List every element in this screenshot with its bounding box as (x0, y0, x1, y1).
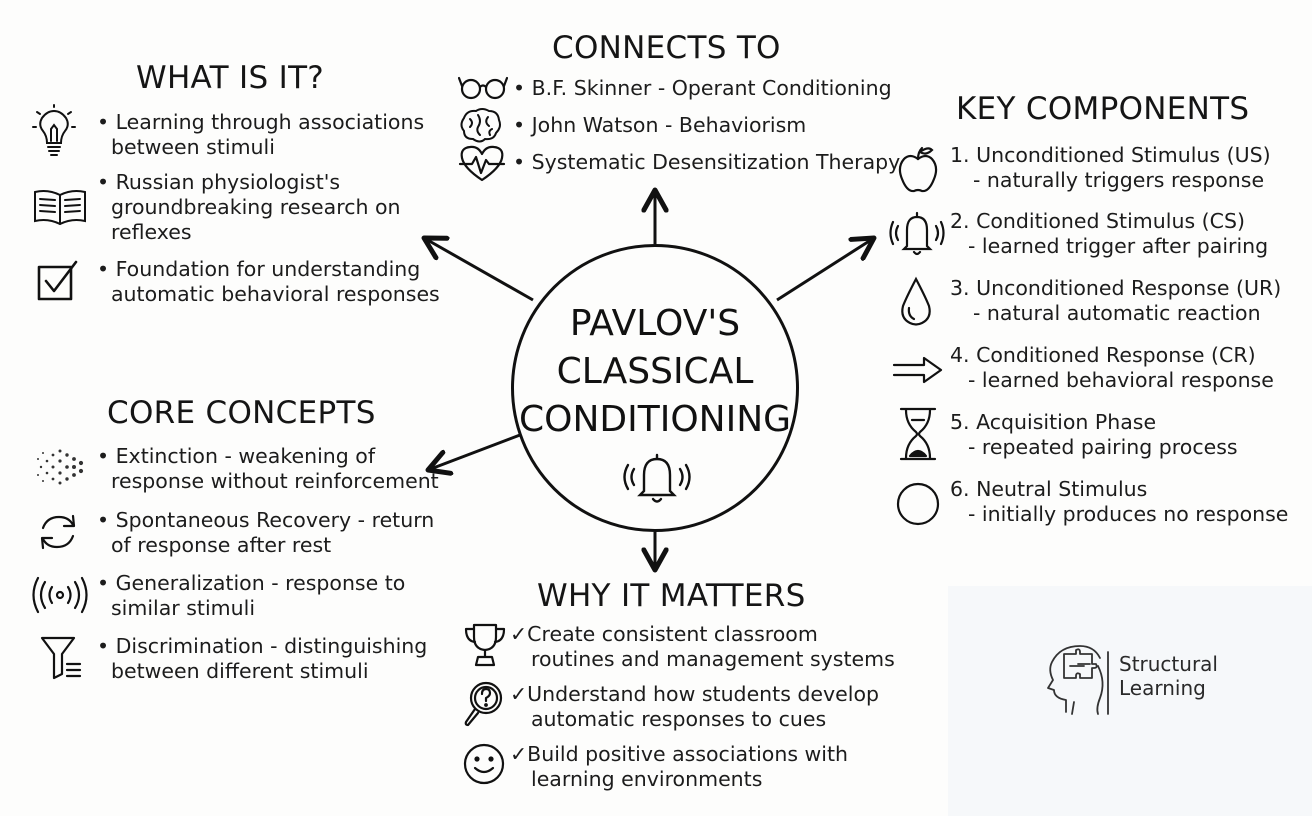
text-line: similar stimuli (111, 596, 256, 620)
core-concept-4: • Discrimination - distinguishing betwee… (97, 634, 427, 684)
brand-name-line-1: Structural (1119, 652, 1218, 676)
why-it-matters-item-2: ✓Understand how students develop automat… (510, 682, 879, 732)
text-line: • John Watson - Behaviorism (513, 113, 807, 137)
text-line: routines and management systems (531, 647, 895, 671)
connects-to-item-3: • Systematic Desensitization Therapy (513, 150, 900, 175)
arrow-to-key-components (776, 238, 874, 302)
text-line: reflexes (111, 220, 192, 244)
text-line: - learned trigger after pairing (968, 234, 1269, 258)
apple-icon (896, 143, 940, 195)
text-line: • Spontaneous Recovery - return (97, 508, 435, 532)
text-line: - initially produces no response (968, 502, 1289, 526)
brand-panel: Structural Learning (948, 586, 1312, 816)
trophy-icon (462, 621, 508, 669)
text-line: ✓Understand how students develop (510, 682, 880, 706)
text-line: • Learning through associations (97, 110, 425, 134)
text-line: • Extinction - weakening of (97, 444, 376, 468)
text-line: 5. Acquisition Phase (950, 410, 1157, 434)
lightbulb-icon (32, 103, 76, 163)
text-line: - natural automatic reaction (973, 301, 1261, 325)
text-line: 6. Neutral Stimulus (950, 477, 1148, 501)
magnifier-question-icon (462, 680, 508, 728)
text-line: • Foundation for understanding (97, 257, 421, 281)
what-is-it-item-2: • Russian physiologist's groundbreaking … (97, 170, 401, 245)
text-line: • Generalization - response to (97, 571, 406, 595)
circle-icon (895, 481, 941, 527)
arrow-right-icon (892, 355, 944, 385)
hourglass-icon (898, 406, 938, 462)
brand-name-line-2: Learning (1119, 676, 1206, 700)
head-puzzle-logo (1044, 642, 1116, 718)
text-line: response without reinforcement (111, 469, 439, 493)
text-line: 4. Conditioned Response (CR) (950, 343, 1256, 367)
text-line: between stimuli (111, 135, 275, 159)
what-is-it-item-3: • Foundation for understanding automatic… (97, 257, 440, 307)
bell-icon (617, 447, 697, 507)
key-component-2: 2. Conditioned Stimulus (CS) - learned t… (950, 209, 1268, 259)
smiley-icon (462, 742, 506, 786)
text-line: automatic responses to cues (531, 707, 827, 731)
text-line: ✓Create consistent classroom (510, 622, 818, 646)
key-components-heading: KEY COMPONENTS (956, 91, 1250, 127)
connects-to-item-1: • B.F. Skinner - Operant Conditioning (513, 76, 892, 101)
core-concept-1: • Extinction - weakening of response wit… (97, 444, 439, 494)
center-title-line-3: CONDITIONING (518, 399, 792, 440)
core-concepts-heading: CORE CONCEPTS (107, 395, 376, 431)
text-line: 3. Unconditioned Response (UR) (950, 276, 1282, 300)
what-is-it-heading: WHAT IS IT? (136, 60, 325, 96)
text-line: - naturally triggers response (973, 168, 1265, 192)
center-hub: PAVLOV'S CLASSICAL CONDITIONING (511, 244, 799, 532)
text-line: 1. Unconditioned Stimulus (US) (950, 143, 1271, 167)
glasses-icon (458, 72, 508, 102)
key-component-6: 6. Neutral Stimulus - initially produces… (950, 477, 1288, 527)
signal-waves-icon (32, 575, 88, 615)
checkbox-icon (36, 259, 80, 303)
text-line: • B.F. Skinner - Operant Conditioning (513, 76, 892, 100)
brain-icon (458, 107, 502, 145)
text-line: - learned behavioral response (968, 368, 1274, 392)
text-line: learning environments (531, 767, 763, 791)
text-line: • Russian physiologist's (97, 170, 341, 194)
bell-ringing-icon (888, 208, 946, 258)
filter-icon (40, 634, 84, 680)
arrow-to-core-concepts (428, 433, 521, 470)
why-it-matters-heading: WHY IT MATTERS (537, 578, 806, 614)
key-component-5: 5. Acquisition Phase - repeated pairing … (950, 410, 1238, 460)
what-is-it-item-1: • Learning through associations between … (97, 110, 424, 160)
refresh-icon (36, 510, 80, 554)
text-line: of response after rest (111, 533, 332, 557)
why-it-matters-item-3: ✓Build positive associations with learni… (510, 742, 848, 792)
text-line: groundbreaking research on (111, 195, 401, 219)
fading-dots-icon (33, 445, 87, 489)
heartbeat-icon (458, 144, 506, 184)
connects-to-heading: CONNECTS TO (552, 30, 781, 66)
arrow-to-what-is-it (424, 238, 534, 302)
text-line: • Systematic Desensitization Therapy (513, 150, 901, 174)
connects-to-item-2: • John Watson - Behaviorism (513, 113, 806, 138)
why-it-matters-item-1: ✓Create consistent classroom routines an… (510, 622, 895, 672)
key-component-4: 4. Conditioned Response (CR) - learned b… (950, 343, 1274, 393)
text-line: between different stimuli (111, 659, 369, 683)
text-line: ✓Build positive associations with (510, 742, 849, 766)
text-line: • Discrimination - distinguishing (97, 634, 428, 658)
center-title-line-2: CLASSICAL (556, 351, 754, 392)
droplet-icon (898, 276, 934, 328)
core-concept-3: • Generalization - response to similar s… (97, 571, 405, 621)
core-concept-2: • Spontaneous Recovery - return of respo… (97, 508, 434, 558)
text-line: automatic behavioral responses (111, 282, 440, 306)
book-icon (32, 187, 88, 227)
center-title-line-1: PAVLOV'S (569, 303, 741, 344)
key-component-3: 3. Unconditioned Response (UR) - natural… (950, 276, 1281, 326)
key-component-1: 1. Unconditioned Stimulus (US) - natural… (950, 143, 1271, 193)
text-line: 2. Conditioned Stimulus (CS) (950, 209, 1245, 233)
text-line: - repeated pairing process (968, 435, 1238, 459)
